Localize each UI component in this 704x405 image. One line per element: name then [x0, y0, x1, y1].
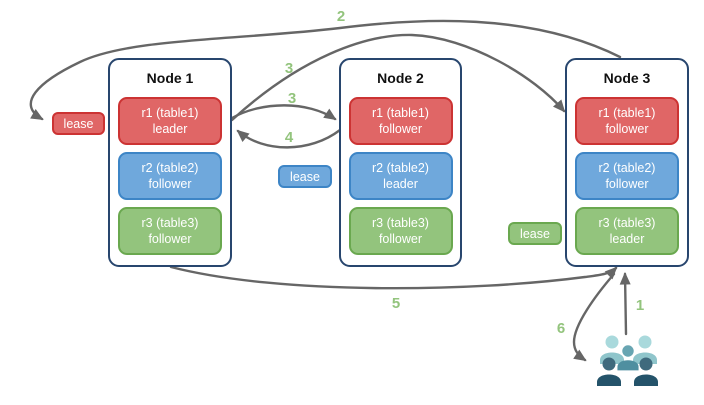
replica-role: follower [605, 177, 649, 191]
replica-label: r2 (table2) [598, 160, 656, 175]
replica-box-n3-r1: r1 (table1) follower [575, 97, 679, 145]
replica-label: r3 (table3) [372, 215, 429, 230]
arrow-step-6 [572, 272, 616, 362]
node-1-title: Node 1 [146, 70, 194, 86]
node-3-container: Node 3 r1 (table1) follower r2 (table2) … [565, 58, 689, 267]
step-label-4: 4 [284, 129, 294, 146]
node-2-replicas: r1 (table1) follower r2 (table2) leader … [341, 97, 460, 255]
replica-box-n3-r3: r3 (table3) leader [575, 207, 679, 255]
step-label-5: 5 [391, 295, 401, 312]
replica-label: r1 (table1) [598, 105, 656, 120]
replica-role: follower [605, 122, 649, 136]
replica-box-n2-r1: r1 (table1) follower [348, 97, 453, 145]
replica-label: r2 (table2) [141, 160, 199, 175]
node-3-replicas: r1 (table1) follower r2 (table2) followe… [567, 97, 687, 255]
user-figure-dark [634, 357, 658, 386]
lease-badge-blue: lease [278, 165, 332, 188]
replica-role: leader [609, 232, 645, 246]
node-2-container: Node 2 r1 (table1) follower r2 (table2) … [339, 58, 462, 267]
replica-role: leader [152, 122, 188, 136]
step-label-6: 6 [556, 320, 566, 337]
node-1-container: Node 1 r1 (table1) leader r2 (table2) fo… [108, 58, 232, 267]
node-3-title: Node 3 [603, 70, 651, 86]
step-label-2: 2 [336, 8, 346, 25]
step-label-1: 1 [635, 297, 645, 314]
replica-box-n3-r2: r2 (table2) follower [575, 152, 679, 200]
replica-role: follower [378, 122, 423, 136]
step-label-3-long: 3 [284, 60, 294, 77]
replica-role: follower [378, 232, 423, 246]
replica-box-n1-r2: r2 (table2) follower [118, 152, 222, 200]
replica-role: follower [148, 232, 192, 246]
replica-box-n2-r3: r3 (table3) follower [348, 207, 453, 255]
node-1-replicas: r1 (table1) leader r2 (table2) follower … [110, 97, 230, 255]
lease-badge-green: lease [508, 222, 562, 245]
arrow-step-4 [236, 128, 342, 149]
user-figure-dark [597, 357, 621, 386]
arrow-step-2 [29, 19, 622, 121]
replica-box-n2-r2: r2 (table2) leader [348, 152, 453, 200]
user-figure-medium [617, 345, 639, 371]
replica-label: r3 (table3) [598, 215, 656, 230]
replica-box-n1-r1: r1 (table1) leader [118, 97, 222, 145]
replica-box-n1-r3: r3 (table3) follower [118, 207, 222, 255]
replica-role: follower [148, 177, 192, 191]
replica-label: r2 (table2) [372, 160, 429, 175]
users-group-icon [597, 335, 658, 386]
replica-role: leader [383, 177, 418, 191]
step-label-3-short: 3 [287, 90, 297, 107]
arrow-step-3-short [230, 104, 337, 121]
arrow-step-1 [619, 272, 631, 336]
arrow-step-5 [169, 265, 618, 290]
lease-badge-red: lease [52, 112, 105, 135]
replica-label: r1 (table1) [372, 105, 429, 120]
replica-label: r3 (table3) [141, 215, 199, 230]
replica-label: r1 (table1) [141, 105, 199, 120]
arrow-step-3-long [230, 33, 566, 122]
node-2-title: Node 2 [377, 70, 424, 86]
